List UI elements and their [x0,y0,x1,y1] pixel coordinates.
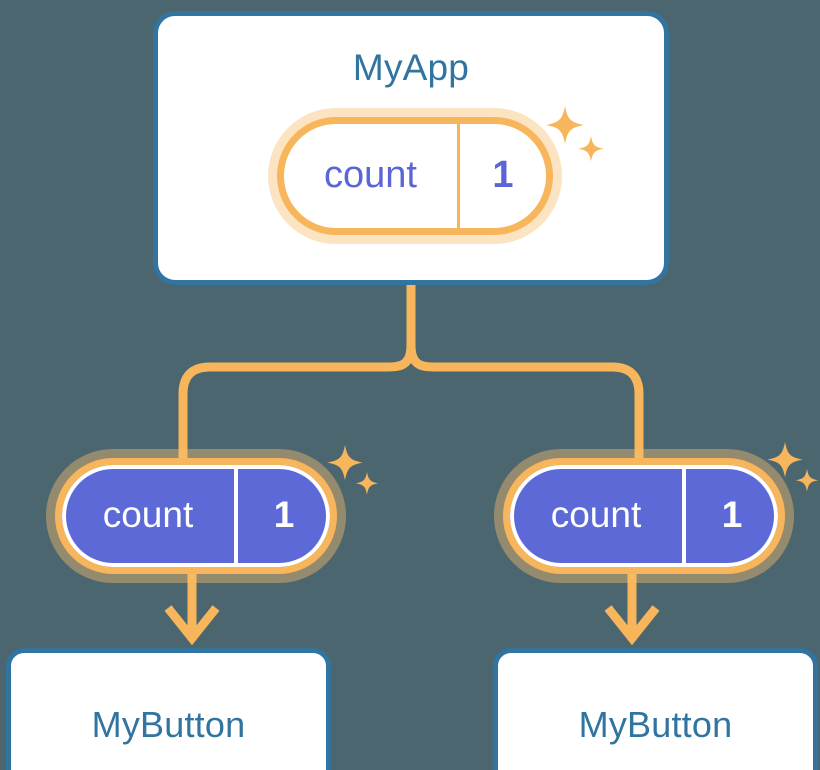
state-pill-mybutton-right[interactable]: count 1 [503,458,785,574]
state-pill-body: count 1 [503,458,785,574]
connector-branch-right [406,344,644,462]
state-pill-mybutton-left[interactable]: count 1 [55,458,337,574]
state-pill-value: 1 [234,465,330,567]
state-pill-body: count 1 [55,458,337,574]
state-pill-key: count [324,153,417,196]
component-card-label: MyButton [578,704,733,745]
component-card-label: MyButton [91,704,246,745]
component-card-mybutton-left[interactable]: MyButton [6,648,331,770]
state-pill-key: count [550,494,642,535]
connector-branch-left [178,344,416,462]
state-pill-body: count 1 [277,117,553,235]
state-pill-myapp[interactable]: count 1 [277,117,553,235]
component-card-mybutton-right[interactable]: MyButton [493,648,818,770]
arrow-head-right [604,605,660,646]
page-title: MyApp [352,47,470,88]
arrow-head-left [164,605,220,646]
state-pill-value: 1 [682,465,778,567]
sparkle-small-icon [355,472,379,495]
state-pill-key: count [102,494,194,535]
sparkle-small-icon [795,469,819,492]
state-pill-value: 1 [457,124,546,228]
